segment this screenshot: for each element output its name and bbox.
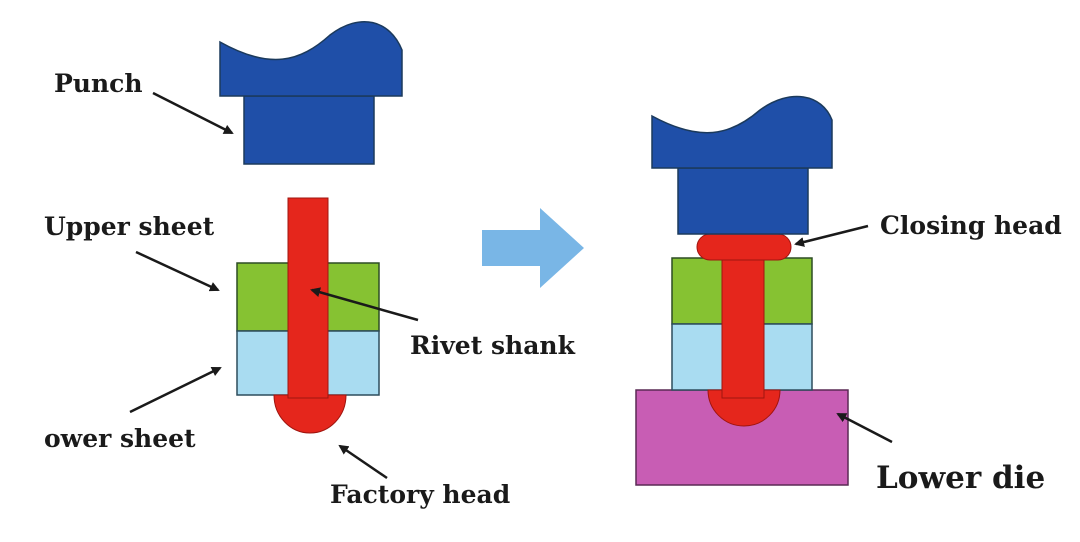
leader-closing-head xyxy=(794,224,869,247)
right-arrow-icon xyxy=(482,208,584,288)
leader-lower-die xyxy=(836,412,893,444)
label-lower-sheet: ower sheet xyxy=(44,424,196,453)
rivet-shank-shape xyxy=(287,197,329,399)
bulge-under-sheets xyxy=(707,389,781,427)
leader-factory-head xyxy=(338,444,388,480)
label-lower-die: Lower die xyxy=(876,460,1045,496)
rivet-right xyxy=(696,233,792,427)
label-punch: Punch xyxy=(54,69,143,98)
label-rivet-shank: Rivet shank xyxy=(410,331,576,360)
label-closing-head: Closing head xyxy=(880,211,1062,240)
punch-right xyxy=(651,95,833,235)
after-assembly: Closing head Lower die xyxy=(635,95,1062,496)
punch-left-body xyxy=(243,95,375,165)
label-factory-head: Factory head xyxy=(330,480,510,509)
factory-head-shape xyxy=(273,394,347,434)
before-assembly: Punch Upper sheet ower sheet Rivet shank… xyxy=(44,21,576,509)
leader-upper-sheet xyxy=(135,250,220,292)
leader-punch xyxy=(152,91,234,135)
leader-rivet-shank xyxy=(310,287,419,322)
punch-right-body xyxy=(677,167,809,235)
punch-left xyxy=(219,21,403,165)
punch-left-top xyxy=(219,21,403,97)
punch-right-top xyxy=(651,95,833,169)
leader-lower-sheet xyxy=(129,366,222,414)
closing-head-shape xyxy=(696,233,792,261)
rivet-left xyxy=(273,197,347,434)
label-upper-sheet: Upper sheet xyxy=(44,212,215,241)
rivet-shank-right xyxy=(721,249,765,399)
